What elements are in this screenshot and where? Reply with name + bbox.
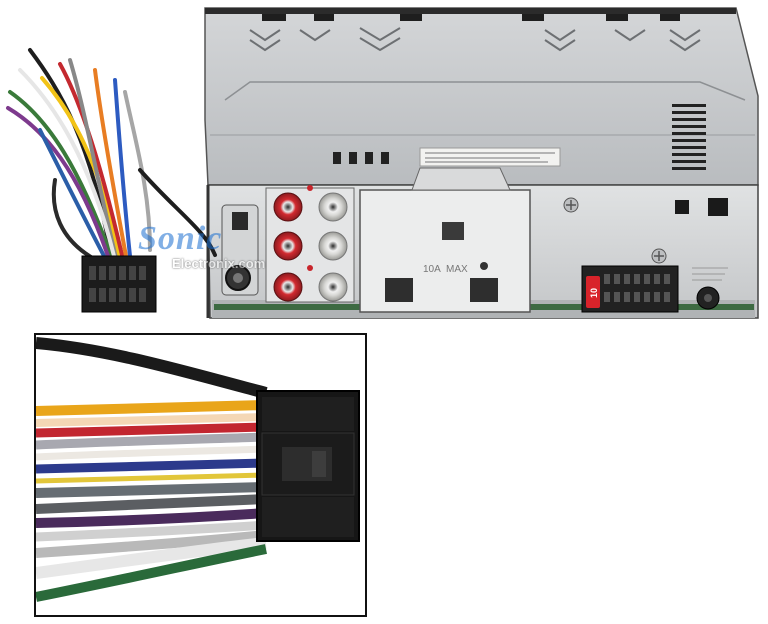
loose-harness-connector	[81, 255, 157, 313]
side-vents	[672, 104, 706, 170]
connector-closeup-inset	[34, 333, 367, 617]
stamped-chevrons	[249, 27, 701, 52]
rca-jack-red-3	[273, 272, 303, 302]
closeup-wires	[36, 337, 268, 602]
aux-port	[232, 212, 248, 230]
max-rating-label: 10A MAX	[423, 264, 468, 275]
fuse	[586, 276, 600, 308]
rca-jack-red-1	[273, 192, 303, 222]
closeup-connector	[256, 390, 360, 542]
svg-text:MAX: MAX	[446, 264, 468, 275]
wiring-harness	[6, 48, 217, 262]
head-unit-chassis: 10A MAX 10	[204, 7, 759, 319]
serial-sticker	[419, 147, 561, 167]
closeup-canvas	[36, 337, 360, 602]
rca-jacks	[273, 185, 348, 302]
fuse-rating: 10	[589, 288, 599, 298]
rca-jack-white-2	[318, 231, 348, 261]
svg-text:10A: 10A	[423, 264, 441, 275]
rca-jack-white-1	[318, 192, 348, 222]
rca-jack-white-3	[318, 272, 348, 302]
rca-jack-red-2	[273, 231, 303, 261]
top-vent-slots	[262, 14, 680, 21]
